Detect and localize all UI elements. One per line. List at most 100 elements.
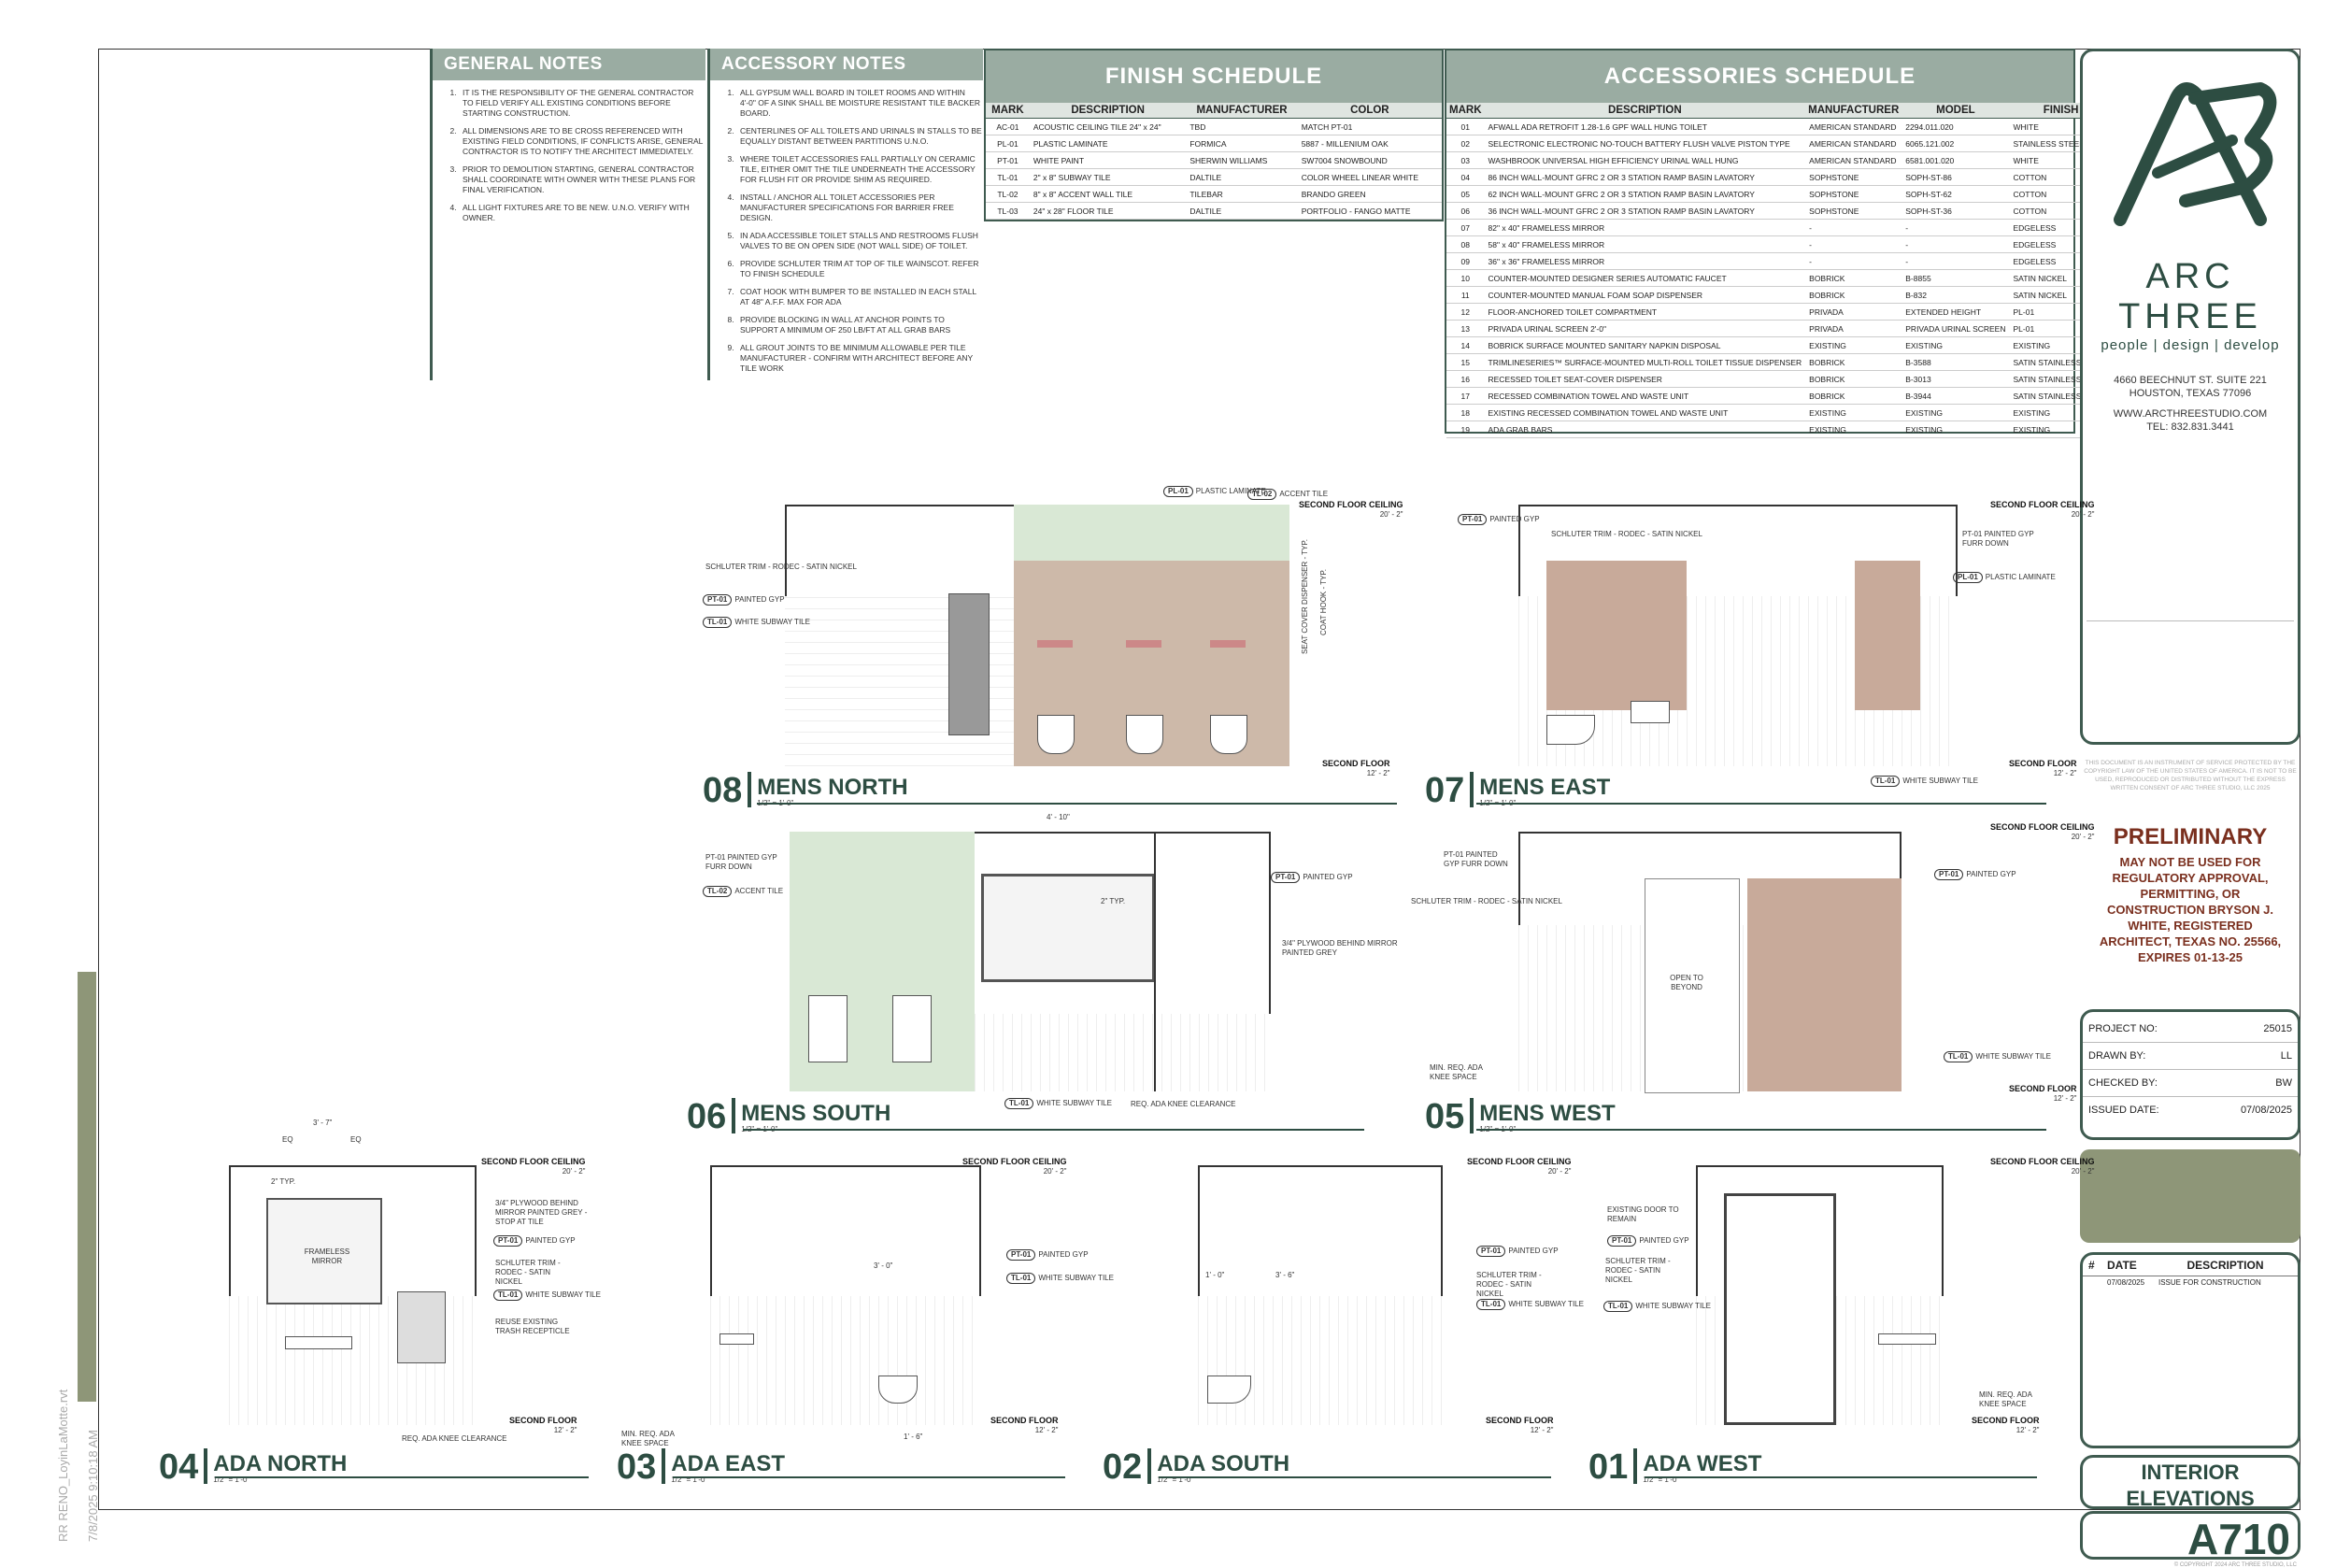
table-cell: 62 INCH WALL-MOUNT GFRC 2 OR 3 STATION R… [1484, 185, 1806, 203]
table-cell: 09 [1446, 252, 1485, 270]
table-cell: 18 [1446, 404, 1485, 421]
table-cell: DALTILE [1186, 168, 1298, 186]
label-knee-min-01: MIN. REQ. ADA KNEE SPACE [1979, 1390, 2032, 1408]
timestamp: 7/8/2025 9:10:18 AM [86, 1430, 100, 1542]
elev-mens-east [1518, 505, 1958, 766]
arc-three-logo-icon [2114, 82, 2277, 226]
rev-col-num: # [2088, 1259, 2095, 1272]
label-pt01-furr-06: PT-01 PAINTED GYP FURR DOWN [705, 853, 777, 871]
table-cell: 06 [1446, 202, 1485, 220]
label-schluter-07: SCHLUTER TRIM - RODEC - SATIN NICKEL [1551, 530, 1702, 538]
label-schluter-01: SCHLUTER TRIM - RODEC - SATIN NICKEL [1605, 1257, 1671, 1284]
website[interactable]: WWW.ARCTHREESTUDIO.COM [2113, 408, 2268, 420]
brand-name: ARC THREE [2118, 257, 2262, 336]
col-header: MODEL [1902, 103, 2010, 119]
col-header: DESCRIPTION [1029, 103, 1187, 119]
dim-16-03: 1' - 6" [904, 1433, 923, 1441]
table-cell: WASHBROOK UNIVERSAL HIGH EFFICIENCY URIN… [1484, 151, 1806, 169]
address-line-1: 4660 BEECHNUT ST. SUITE 221 [2114, 375, 2267, 386]
table-cell: PL-01 [986, 135, 1030, 152]
table-cell: 13 [1446, 320, 1485, 337]
table-cell: 19 [1446, 421, 1485, 438]
col-header: DESCRIPTION [1484, 103, 1806, 119]
col-header: MANUFACTURER [1186, 103, 1298, 119]
checked-by-row: CHECKED BY:BW [2083, 1070, 2298, 1097]
project-no: 25015 [2263, 1023, 2292, 1034]
rev-col-date: DATE [2107, 1259, 2137, 1272]
table-cell: SW7004 SNOWBOUND [1297, 151, 1442, 169]
table-cell: AFWALL ADA RETROFIT 1.28-1.6 GPF WALL HU… [1484, 118, 1806, 135]
table-cell: BOBRICK [1805, 269, 1902, 287]
elev-ada-north [229, 1165, 477, 1425]
table-cell: AMERICAN STANDARD [1805, 135, 1902, 152]
dim-10-02: 1' - 0" [1205, 1271, 1225, 1279]
rev-num [2088, 1278, 2107, 1287]
table-cell: PLASTIC LAMINATE [1029, 135, 1187, 152]
table-cell: BOBRICK [1805, 370, 1902, 388]
checked-by-label: CHECKED BY: [2088, 1077, 2158, 1089]
label-coat-hook-08: COAT HOOK - TYP. [1319, 569, 1328, 635]
col-header: MANUFACTURER [1805, 103, 1902, 119]
note-item: CENTERLINES OF ALL TOILETS AND URINALS I… [736, 126, 983, 147]
table-cell: - [1805, 252, 1902, 270]
dim-410-06: 4' - 10" [1047, 813, 1070, 821]
rev-date: 07/08/2025 [2107, 1278, 2145, 1287]
table-cell: PRIVADA [1805, 320, 1902, 337]
drawn-by: LL [2280, 1050, 2292, 1062]
table-cell: BRANDO GREEN [1297, 185, 1442, 203]
table-cell: RECESSED COMBINATION TOWEL AND WASTE UNI… [1484, 387, 1806, 405]
table-cell: FLOOR-ANCHORED TOILET COMPARTMENT [1484, 303, 1806, 321]
table-cell: SELECTRONIC ELECTRONIC NO-TOUCH BATTERY … [1484, 135, 1806, 152]
table-cell: WHITE PAINT [1029, 151, 1187, 169]
table-cell: 2" x 8" SUBWAY TILE [1029, 168, 1187, 186]
table-cell: BOBRICK [1805, 387, 1902, 405]
stamp-area [2080, 1149, 2300, 1243]
side-band [78, 972, 96, 1402]
table-cell: TILEBAR [1186, 185, 1298, 203]
elev-ada-south [1198, 1165, 1443, 1425]
label-pt01-furr-05: PT-01 PAINTED GYP FURR DOWN [1444, 850, 1508, 868]
table-cell: 16 [1446, 370, 1485, 388]
label-schluter-02: SCHLUTER TRIM - RODEC - SATIN NICKEL [1476, 1271, 1542, 1298]
note-item: WHERE TOILET ACCESSORIES FALL PARTIALLY … [736, 154, 983, 185]
table-cell: 03 [1446, 151, 1485, 169]
dim-eq-04b: EQ [350, 1135, 362, 1144]
table-cell: SOPHSTONE [1805, 168, 1902, 186]
accessory-notes: ACCESSORY NOTES ALL GYPSUM WALL BOARD IN… [707, 49, 983, 380]
elev-mens-south [790, 832, 1271, 1091]
table-cell: TRIMLINESERIES™ SURFACE-MOUNTED MULTI-RO… [1484, 353, 1806, 371]
table-cell: 2294.011.020 [1902, 118, 2010, 135]
accessory-notes-title: ACCESSORY NOTES [710, 49, 983, 80]
table-cell: B-832 [1902, 286, 2010, 304]
sheet-number: A710 [2187, 1515, 2290, 1563]
table-cell: TL-01 [986, 168, 1030, 186]
table-cell: PRIVADA URINAL SCREEN 2'-0" [1484, 320, 1806, 337]
table-cell: 82" x 40" FRAMELESS MIRROR [1484, 219, 1806, 236]
table-cell: - [1805, 235, 1902, 253]
table-cell: SOPH-ST-86 [1902, 168, 2010, 186]
